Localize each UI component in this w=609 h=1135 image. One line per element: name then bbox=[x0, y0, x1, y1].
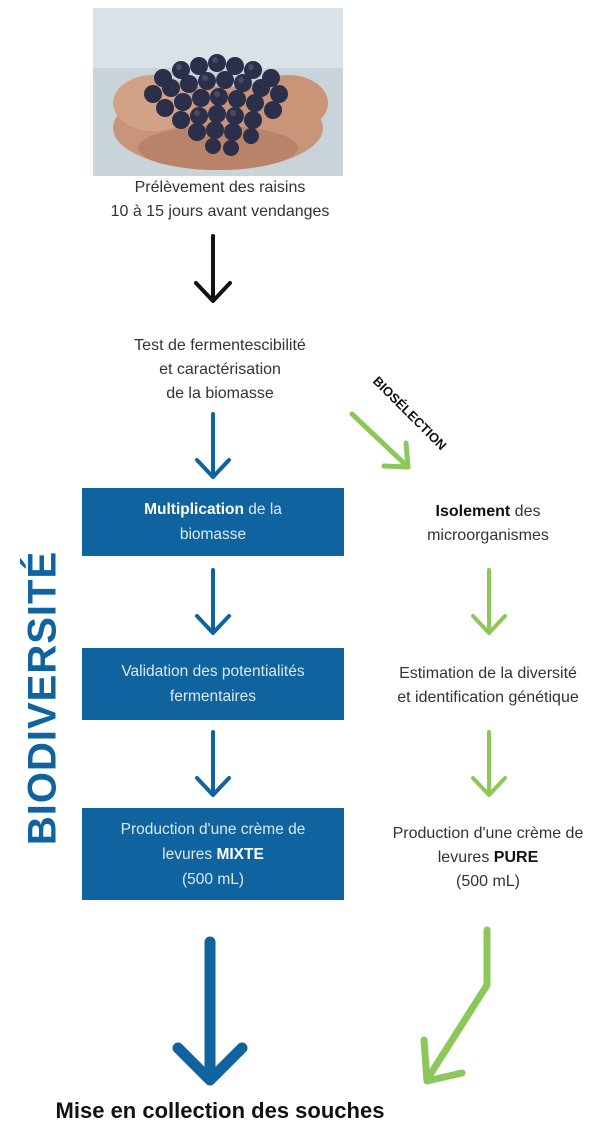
test-line3: de la biomasse bbox=[166, 385, 274, 402]
box3-line1: Production d'une crème de bbox=[120, 820, 306, 838]
box2-line1: Validation des potentialités bbox=[121, 663, 305, 680]
test-text: Test de fermentescibilité et caractérisa… bbox=[60, 334, 380, 406]
photo-caption-line2: 10 à 15 jours avant vendanges bbox=[110, 203, 330, 220]
arrow-down-icon bbox=[172, 936, 248, 1086]
box2-line2: fermentaires bbox=[169, 688, 257, 705]
item-estimation: Estimation de la diversité et identifica… bbox=[368, 662, 608, 710]
test-line2: et caractérisation bbox=[159, 361, 281, 378]
item-production-pure: Production d'une crème de levures PURE (… bbox=[368, 822, 608, 894]
box-validation: Validation des potentialités fermentaire… bbox=[82, 648, 344, 720]
box1-line2: biomasse bbox=[179, 526, 247, 543]
grapes-photo bbox=[93, 8, 343, 176]
arrow-down-icon bbox=[349, 411, 411, 470]
arrow-down-icon bbox=[194, 234, 232, 303]
arrow-down-icon bbox=[195, 730, 231, 797]
item3-line3: (500 mL) bbox=[455, 873, 521, 890]
item3-pre: levures bbox=[437, 849, 494, 866]
box3-line3: (500 mL) bbox=[181, 870, 245, 888]
item2-line2: et identification génétique bbox=[397, 689, 579, 706]
box-production-mixte: Production d'une crème de levures MIXTE … bbox=[82, 808, 344, 900]
item1-rest: des bbox=[510, 503, 541, 520]
box3-bold: MIXTE bbox=[216, 845, 264, 863]
photo-caption-line1: Prélèvement des raisins bbox=[134, 179, 306, 196]
item3-bold: PURE bbox=[493, 849, 539, 866]
item2-line1: Estimation de la diversité bbox=[399, 665, 577, 682]
item3-line1: Production d'une crème de bbox=[392, 825, 584, 842]
arrow-down-icon bbox=[420, 926, 491, 1085]
arrow-down-icon bbox=[471, 568, 507, 635]
arrow-down-icon bbox=[471, 730, 507, 797]
final-label: Mise en collection des souches bbox=[55, 1098, 385, 1123]
item1-bold: Isolement bbox=[435, 503, 511, 520]
test-line1: Test de fermentescibilité bbox=[134, 337, 306, 354]
box-multiplication: Multiplication de la biomasse bbox=[82, 488, 344, 556]
arrow-down-icon bbox=[195, 412, 231, 479]
box3-pre: levures bbox=[162, 845, 217, 863]
box1-bold: Multiplication bbox=[144, 501, 244, 518]
photo-caption: Prélèvement des raisins 10 à 15 jours av… bbox=[60, 176, 380, 224]
item-isolement: Isolement des microorganismes bbox=[368, 500, 608, 548]
box1-rest: de la bbox=[243, 501, 282, 518]
arrow-down-icon bbox=[195, 568, 231, 635]
item1-line2: microorganismes bbox=[427, 527, 549, 544]
